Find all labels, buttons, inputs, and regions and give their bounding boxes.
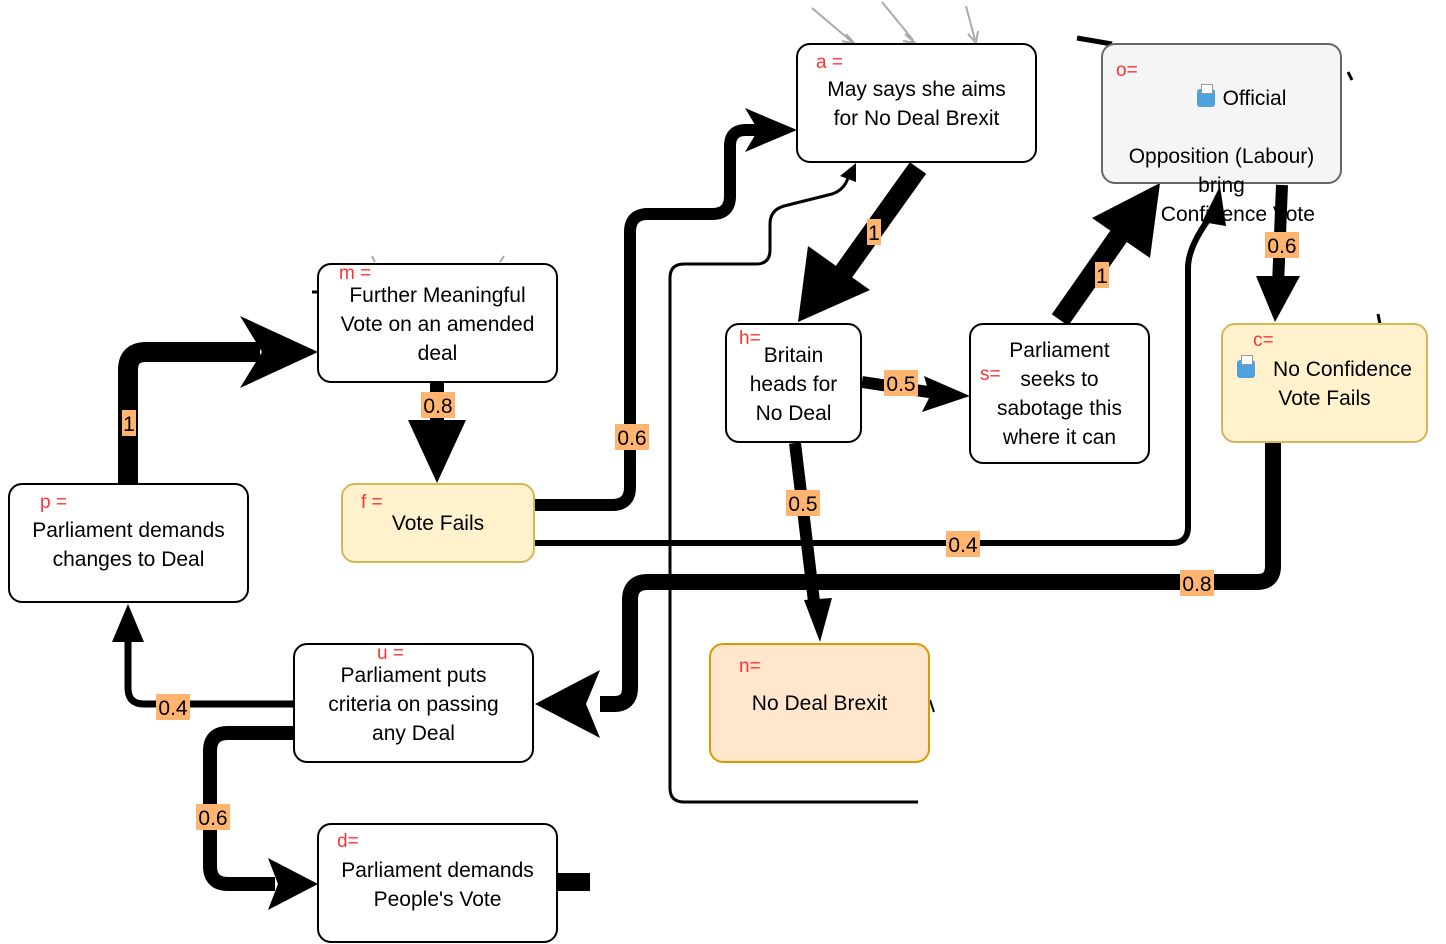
edge-f-o — [535, 186, 1226, 546]
node-n-no-deal-brexit[interactable]: n= No Deal Brexit — [709, 643, 930, 763]
edge-a-h — [798, 162, 927, 322]
edge-label-u-p: 0.4 — [156, 694, 190, 720]
node-id-label: s= — [980, 364, 1001, 385]
node-text-first: No Confidence — [1273, 358, 1412, 381]
svg-text:0.5: 0.5 — [886, 373, 915, 396]
svg-text:0.6: 0.6 — [198, 807, 227, 830]
svg-text:0.8: 0.8 — [423, 395, 452, 418]
svg-text:1: 1 — [868, 222, 880, 245]
edge-loop-a — [668, 163, 918, 804]
edge-u-p — [112, 604, 293, 708]
edge-label-f-a: 0.6 — [615, 424, 649, 450]
node-text-first: Official — [1222, 87, 1287, 110]
ballot-box-icon — [1237, 355, 1256, 378]
node-u-parliament-criteria[interactable]: u = Parliament puts criteria on passing … — [293, 643, 534, 763]
svg-text:0.8: 0.8 — [1182, 573, 1211, 596]
edge-label-p-m: 1 — [122, 410, 136, 436]
node-text: Parliament seeks to sabotage this where … — [997, 339, 1122, 449]
node-h-britain-heads-for-no-deal[interactable]: h= Britain heads for No Deal — [725, 323, 862, 443]
edge-c-u — [535, 443, 1281, 738]
node-o-no-confidence-vote[interactable]: o= Official Opposition (Labour) bring No… — [1101, 43, 1342, 226]
node-text: Official Opposition (Labour) bring No Co… — [1103, 55, 1340, 258]
node-text: Further Meaningful Vote on an amended de… — [340, 284, 535, 365]
node-id-label: f = — [361, 492, 383, 513]
node-id-label: d= — [337, 831, 359, 852]
node-text-rest: Vote Fails — [1278, 387, 1371, 410]
edge-label-c-u: 0.8 — [1180, 570, 1214, 596]
edge-label-h-n: 0.5 — [786, 490, 820, 516]
svg-text:0.4: 0.4 — [948, 534, 978, 557]
node-id-label: u = — [377, 643, 404, 664]
node-f-vote-fails[interactable]: f = Vote Fails — [341, 483, 535, 563]
edge-label-u-d: 0.6 — [196, 804, 230, 830]
node-text: Britain heads for No Deal — [749, 344, 838, 425]
edge-label-m-f: 0.8 — [421, 392, 455, 418]
edge-label-o-c: 0.6 — [1265, 232, 1299, 258]
node-text: Parliament puts criteria on passing any … — [328, 664, 499, 745]
node-text-rest: Opposition (Labour) bring No Confidence … — [1128, 145, 1315, 226]
node-c-no-confidence-fails[interactable]: c= No Confidence Vote Fails — [1221, 323, 1428, 443]
edge-label-s-o: 1 — [1095, 262, 1109, 288]
svg-text:0.6: 0.6 — [1267, 235, 1296, 258]
svg-text:0.6: 0.6 — [617, 427, 646, 450]
node-text: Parliament demands People's Vote — [341, 859, 534, 911]
node-id-label: a = — [816, 52, 843, 73]
svg-text:0.5: 0.5 — [788, 493, 817, 516]
node-m-meaningful-vote[interactable]: m = Further Meaningful Vote on an amende… — [317, 263, 558, 383]
svg-text:1: 1 — [123, 413, 135, 436]
svg-text:1: 1 — [1096, 265, 1108, 288]
edge-label-f-o: 0.4 — [946, 531, 980, 557]
node-text: No Confidence Vote Fails — [1223, 355, 1426, 413]
ballot-box-icon — [1196, 84, 1215, 107]
node-a-may-no-deal[interactable]: a = May says she aims for No Deal Brexit — [796, 43, 1037, 163]
node-p-parliament-demands-changes[interactable]: p = Parliament demands changes to Deal — [8, 483, 249, 603]
edge-p-m — [118, 316, 318, 483]
edge-label-a-h: 1 — [867, 219, 881, 245]
node-d-peoples-vote[interactable]: d= Parliament demands People's Vote — [317, 823, 558, 943]
node-id-label: m = — [339, 263, 372, 284]
node-text: Parliament demands changes to Deal — [32, 519, 225, 571]
node-id-label: o= — [1116, 60, 1138, 81]
node-id-label: h= — [739, 328, 761, 349]
svg-text:0.4: 0.4 — [158, 697, 188, 720]
node-s-parliament-sabotage[interactable]: s= Parliament seeks to sabotage this whe… — [969, 323, 1150, 464]
node-text: No Deal Brexit — [751, 692, 888, 715]
node-id-label: c= — [1253, 330, 1274, 351]
edge-label-h-s: 0.5 — [884, 370, 918, 396]
edge-f-a — [535, 108, 797, 511]
node-id-label: n= — [739, 656, 761, 677]
node-id-label: p = — [40, 492, 67, 513]
node-text: Vote Fails — [391, 512, 485, 535]
node-text: May says she aims for No Deal Brexit — [827, 78, 1006, 130]
